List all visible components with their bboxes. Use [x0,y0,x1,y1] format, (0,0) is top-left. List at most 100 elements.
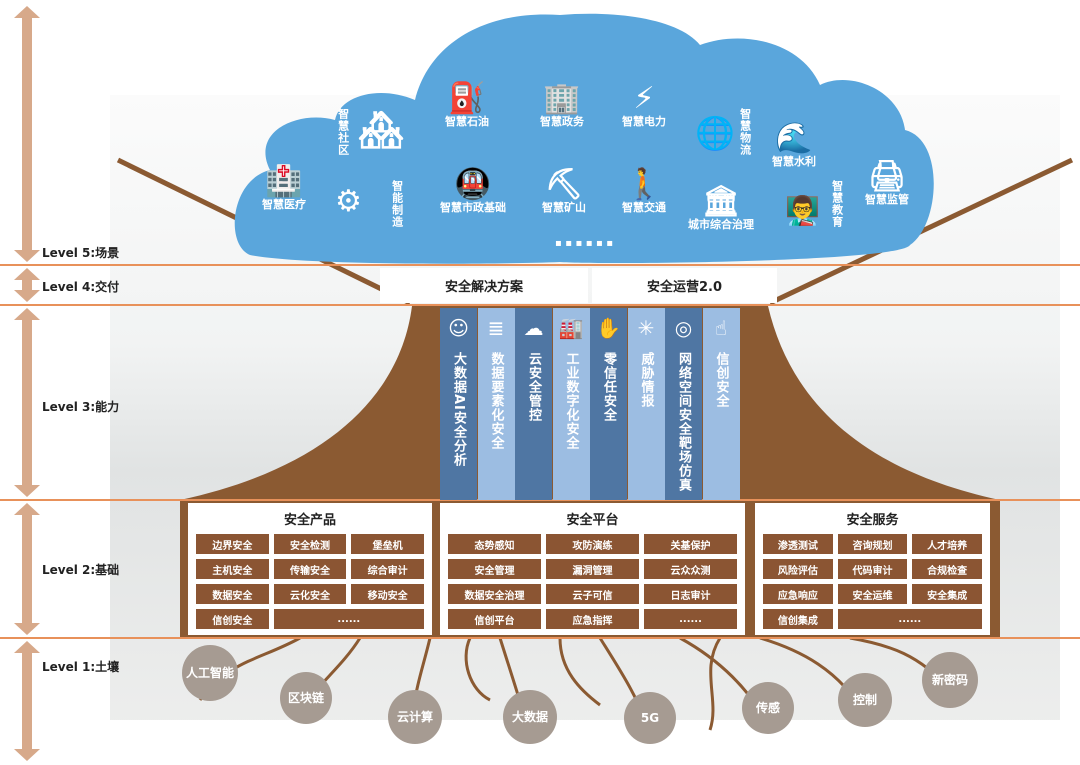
scene-smart-power: ⚡智慧电力 [622,81,666,128]
foundation-cell: 态势感知 [448,534,541,554]
scene-urban-governance: 🏛城市综合治理 [688,184,754,231]
foundation-cell: 云化安全 [273,584,347,604]
foundation-cell: 信创平台 [448,609,541,629]
level-1-label: Level 1:土壤 [42,660,120,674]
capability-column: ◎网络空间安全靶场仿真 [665,308,702,500]
soil-blockchain: 区块链 [280,672,332,724]
capability-column: ☁ 云安全管控 [515,308,552,500]
capability-column: ≣ 数据要素化安全 [477,308,515,500]
scene-smart-medical: 🏥智慧医疗 [262,164,306,211]
foundation-cell: 边界安全 [196,534,269,554]
capability-label: 数据要素化安全 [488,352,504,450]
foundation-cell: 咨询规划 [837,534,908,554]
scene-smart-water: 🌊智慧水利 [772,121,816,168]
scene-smart-traffic: 🚶智慧交通 [622,167,666,214]
foundation-cell: 信创安全 [196,609,269,629]
robot-arm-icon: ⚙ [335,184,362,219]
foundation-cell: 安全运维 [837,584,908,604]
factory-icon: 🏭 [558,316,584,340]
foundation-cell: 漏洞管理 [546,559,639,579]
foundation-cell: 安全集成 [912,584,982,604]
soil-big-data: 大数据 [503,690,557,744]
ai-head-icon: ☺ [448,316,469,340]
foundation-cell: 信创集成 [763,609,833,629]
pedestrian-icon: 🚶 [625,167,663,202]
building-icon: 🏢 [543,81,581,116]
level-2-arrow-icon [14,503,40,635]
foundation-cell: 传输安全 [273,559,347,579]
train-icon: 🚇 [454,167,492,202]
register-icon: 🖨 [867,159,907,194]
level-3-label: Level 3:能力 [42,400,120,414]
foundation-cell: ...... [273,609,424,629]
level-divider [0,304,1080,306]
capability-label: 网络空间安全靶场仿真 [676,352,691,492]
cloud-upload-icon: ☁ [523,316,544,340]
soil-control: 控制 [838,673,892,727]
presenter-icon: ☝ [714,316,728,340]
scene-smart-community: 智慧社区 [336,108,350,156]
community-icon: 🏘 [358,110,404,151]
network-icon: ✳ [637,316,655,340]
capability-column: ☺ 大数据AI安全分析 [440,308,477,500]
soil-5g: 5G [624,692,676,744]
foundation-cell: 云众众测 [644,559,737,579]
capability-label: 工业数字化安全 [563,352,579,450]
delivery-security-solutions: 安全解决方案 [380,268,588,303]
foundation-cell: 安全检测 [273,534,347,554]
panel-title: 安全产品 [283,513,336,528]
soil-sensing: 传感 [742,682,794,734]
foundation-cell: 安全管理 [448,559,541,579]
level-2-label: Level 2:基础 [42,563,120,577]
foundation-cell: ...... [837,609,982,629]
scene-smart-logistics: 智慧物流 [738,108,752,156]
foundation-cell: 关基保护 [644,534,737,554]
scene-smart-education: 智慧教育 [830,180,844,228]
teacher-icon: 👨‍🏫 [785,194,820,227]
foundation-cell: 主机安全 [196,559,269,579]
foundation-cell: 日志审计 [644,584,737,604]
soil-new-cryptography: 新密码 [922,652,978,708]
oil-pump-icon: ⛽ [448,81,486,116]
delivery-security-operations: 安全运营2.0 [592,268,777,303]
level-divider [0,499,1080,501]
capability-column: ✋零信任安全 [590,308,627,500]
level-5-label: Level 5:场景 [42,246,120,260]
foundation-cell: 堡垒机 [351,534,424,554]
soil-cloud-computing: 云计算 [388,690,442,744]
power-tower-icon: ⚡ [633,81,655,116]
foundation-cell: 数据安全 [196,584,269,604]
capability-label: 威胁情报 [638,352,654,408]
capability-label: 信创安全 [713,352,729,408]
capability-column: ✳ 威胁情报 [627,308,665,500]
scene-smart-municipal: 🚇智慧市政基础 [440,167,506,214]
dam-icon: 🌊 [775,121,813,156]
foundation-cell: 合规检查 [912,559,982,579]
panel-title: 安全服务 [846,513,899,528]
handshake-icon: ✋ [596,316,621,340]
level-4-label: Level 4:交付 [42,280,120,294]
cloud-shape [234,13,934,264]
capability-label: 大数据AI安全分析 [451,352,466,467]
capability-column: ☝ 信创安全 [702,308,740,500]
scene-smart-government: 🏢智慧政务 [540,81,584,128]
globe-pin-icon: 🌐 [695,114,735,152]
foundation-cell: 应急指挥 [546,609,639,629]
hospital-icon: 🏥 [265,164,303,199]
level-divider [0,264,1080,266]
more-scenes-dots: ▪ ▪ ▪ ▪ ▪ ▪ [555,238,614,249]
level-divider [0,637,1080,639]
mine-cart-icon: ⛏ [544,167,584,202]
scene-smart-supervision: 🖨智慧监管 [865,159,909,206]
scene-smart-manufacturing: 智能制造 [390,180,404,228]
database-icon: ≣ [487,316,505,340]
level-3-arrow-icon [14,308,40,497]
foundation-cell: 移动安全 [351,584,424,604]
foundation-cell: 代码审计 [837,559,908,579]
level-1-arrow-icon [14,641,40,761]
capability-label: 云安全管控 [526,352,541,422]
scene-smart-mining: ⛏智慧矿山 [542,167,586,214]
panel-security-services: 安全服务 渗透测试咨询规划人才培养风险评估代码审计合规检查应急响应安全运维安全集… [755,503,990,635]
foundation-cell: 应急响应 [763,584,833,604]
foundation-cell: 渗透测试 [763,534,833,554]
